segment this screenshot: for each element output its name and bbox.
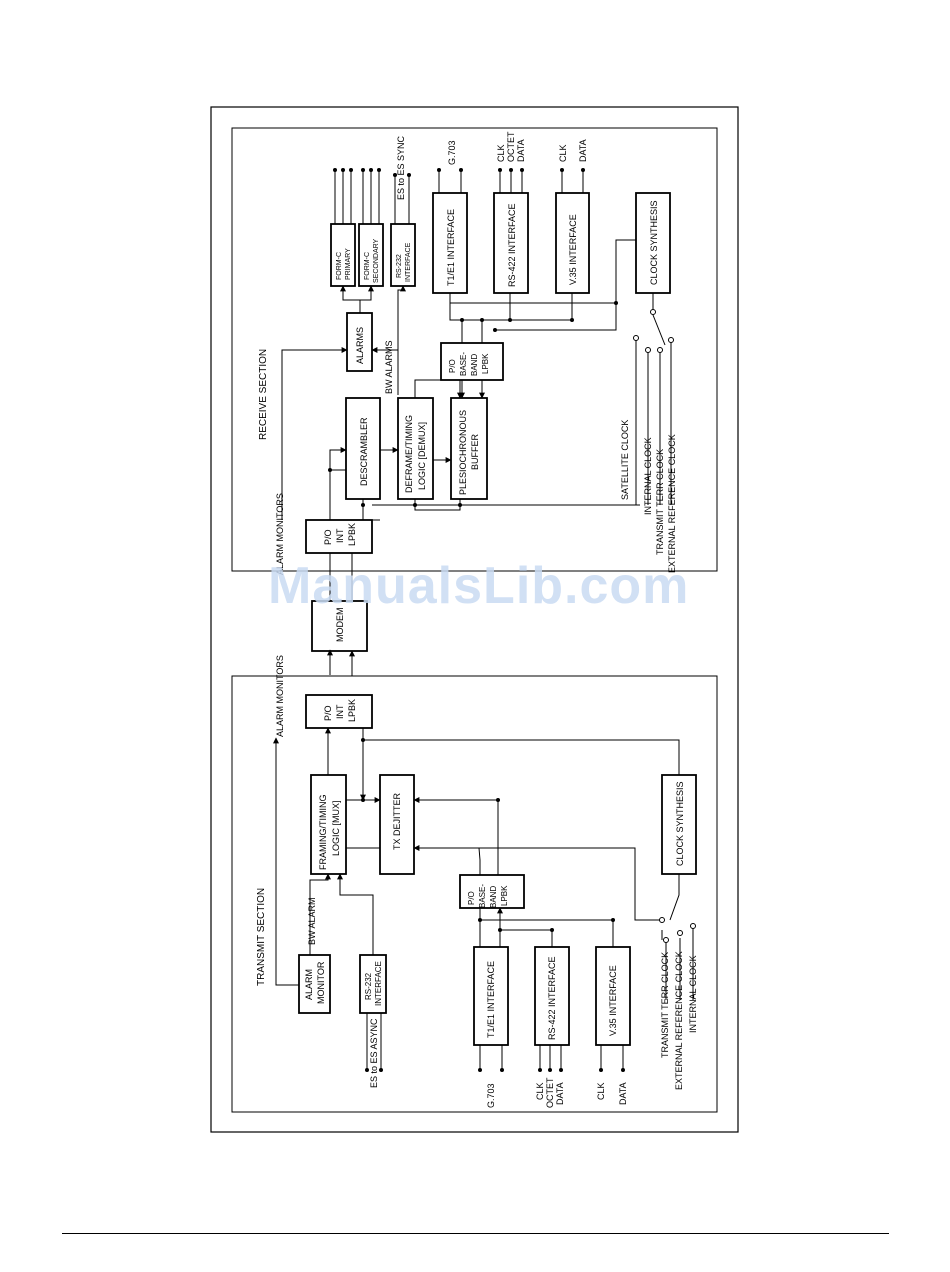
tx-es-async-label: ES to ES ASYNC xyxy=(369,1018,379,1088)
rx-clk2-label: CLK xyxy=(558,144,568,162)
tx-rs232-line1: RS-232 xyxy=(364,972,373,1000)
rx-t1e1-label: T1/E1 INTERFACE xyxy=(446,209,456,286)
rx-data2-label: DATA xyxy=(578,139,588,162)
rx-form-c-primary-line2: PRIMARY xyxy=(345,248,352,280)
tx-alarm-monitors-label: ALARM MONITORS xyxy=(275,655,285,737)
rx-deframe-line2: LOGIC [DEMUX] xyxy=(417,422,427,490)
modem: MODEM xyxy=(311,553,368,676)
footer-rule xyxy=(62,1233,889,1234)
tx-labels: TRANSMIT SECTION ALARM MONITORS BW ALARM… xyxy=(256,655,698,1108)
tx-rs422-label: RS-422 INTERFACE xyxy=(547,956,557,1040)
rx-bw-alarms-label: BW ALARMS xyxy=(384,340,394,394)
transmit-section-frame xyxy=(231,675,718,1113)
tx-int-lpbk-line1: P/O xyxy=(323,705,333,721)
tx-t1e1-box xyxy=(473,946,509,1046)
rx-transmit-terr-clock-label: TRANSMIT TERR CLOCK xyxy=(655,449,665,555)
tx-dejitter-box xyxy=(379,774,415,875)
rx-g703-label: G.703 xyxy=(447,140,457,165)
tx-internal-clock-label: INTERNAL CLOCK xyxy=(688,955,698,1033)
rx-rs232-line2: INTERFACE xyxy=(405,242,412,282)
rx-alarms-label: ALARMS xyxy=(355,327,365,364)
tx-bw-alarm-label: BW ALARM xyxy=(307,897,317,945)
tx-external-reference-clock-label: EXTERNAL REFERENCE CLOCK xyxy=(674,951,684,1090)
tx-octet-label: OCTET xyxy=(545,1077,555,1108)
tx-alarm-monitor-line2: MONITOR xyxy=(316,961,326,1004)
tx-baseband-line4: LPBK xyxy=(500,885,509,906)
rx-data-label: DATA xyxy=(516,139,526,162)
tx-clk-label: CLK xyxy=(535,1082,545,1100)
tx-int-lpbk-line2: INT xyxy=(335,704,345,719)
tx-baseband-box xyxy=(459,874,525,909)
rx-satellite-clock-label: SATELLITE CLOCK xyxy=(620,420,630,500)
rx-external-reference-clock-label: EXTERNAL REFERENCE CLOCK xyxy=(667,434,677,573)
rx-baseband-line3: BAND xyxy=(470,354,479,376)
watermark: ManualsLib.com xyxy=(268,557,690,615)
rx-baseband-box xyxy=(440,342,504,381)
tx-framing-line2: LOGIC [MUX] xyxy=(331,800,341,856)
outer-frame xyxy=(210,106,739,1133)
rx-form-c-secondary-line2: SECONDARY xyxy=(373,238,380,283)
tx-g703-label: G.703 xyxy=(486,1083,496,1108)
receive-section xyxy=(281,170,674,554)
tx-data-label: DATA xyxy=(555,1082,565,1105)
receive-section-frame xyxy=(231,127,718,572)
rx-int-lpbk-box xyxy=(305,519,373,554)
tx-rs232-line2: INTERFACE xyxy=(374,961,383,1006)
tx-baseband-line3: BAND xyxy=(489,886,498,908)
tx-int-lpbk-line3: LPBK xyxy=(347,699,357,722)
modem-box xyxy=(311,600,368,652)
tx-dejitter-label: TX DEJITTER xyxy=(392,792,402,850)
rx-labels: RECEIVE SECTION ALARM MONITORS BW ALARMS… xyxy=(258,131,677,575)
tx-v35-label: V.35 INTERFACE xyxy=(608,965,618,1036)
tx-clock-synthesis-label: CLOCK SYNTHESIS xyxy=(675,781,685,866)
tx-alarm-monitor-line1: ALARM xyxy=(304,969,314,1000)
rx-rs232-line1: RS-232 xyxy=(396,254,403,278)
rx-v35-label: V.35 INTERFACE xyxy=(568,214,578,285)
modem-label: MODEM xyxy=(335,608,345,643)
rx-plesio-box xyxy=(450,397,488,500)
rx-rs422-label: RS-422 INTERFACE xyxy=(507,203,517,287)
tx-framing-line1: FRAMING/TIMING xyxy=(318,795,328,871)
tx-data2-label: DATA xyxy=(618,1082,628,1105)
rx-int-lpbk-line2: INT xyxy=(335,528,345,543)
tx-junction-dots xyxy=(361,738,625,1072)
rx-es-sync-label: ES to ES SYNC xyxy=(396,135,406,200)
rx-baseband-line2: BASE- xyxy=(459,352,468,376)
rx-plesio-line2: BUFFER xyxy=(470,433,480,470)
tx-clk2-label: CLK xyxy=(596,1082,606,1100)
rx-section-label: RECEIVE SECTION xyxy=(258,349,269,440)
rx-int-lpbk-line3: LPBK xyxy=(347,523,357,546)
rx-descrambler-label: DESCRAMBLER xyxy=(359,417,369,486)
rx-form-c-primary-line1: FORM-C xyxy=(336,252,343,280)
tx-baseband-line2: BASE- xyxy=(478,884,487,908)
rx-deframe-line1: DEFRAME/TIMING xyxy=(404,415,414,493)
rx-int-lpbk-line1: P/O xyxy=(323,529,333,545)
rx-internal-clock-label: INTERNAL CLOCK xyxy=(643,437,653,515)
tx-alarm-monitor-box xyxy=(298,954,331,1014)
rx-alarm-monitors-label: ALARM MONITORS xyxy=(275,493,285,575)
tx-int-lpbk-box xyxy=(305,694,373,729)
tx-t1e1-label: T1/E1 INTERFACE xyxy=(486,961,496,1038)
tx-baseband-line1: P/O xyxy=(467,891,476,905)
tx-transmit-terr-clock-label: TRANSMIT TERR CLOCK xyxy=(660,952,670,1058)
rx-baseband-line4: LPBK xyxy=(481,353,490,374)
rx-clk-label: CLK xyxy=(496,144,506,162)
rx-plesio-line1: PLESIOCHRONOUS xyxy=(458,410,468,495)
rx-clock-synthesis-label: CLOCK SYNTHESIS xyxy=(649,200,659,285)
rx-baseband-line1: P/O xyxy=(448,359,457,373)
tx-section-label: TRANSMIT SECTION xyxy=(256,888,267,986)
rx-form-c-secondary-line1: FORM-C xyxy=(364,252,371,280)
rx-junction-dots xyxy=(328,168,618,507)
rx-octet-label: OCTET xyxy=(506,131,516,162)
